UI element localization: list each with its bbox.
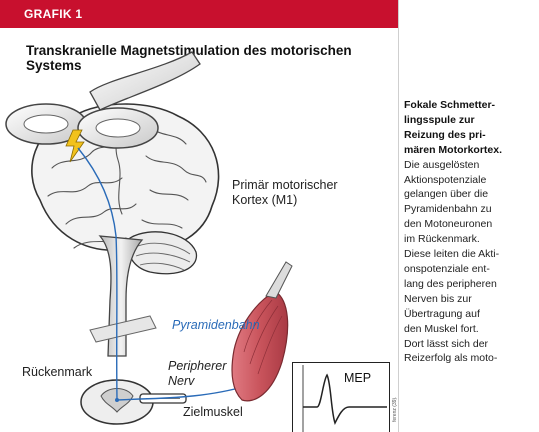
label-pyramidal-tract: Pyramidenbahn [172, 318, 260, 332]
caption-heading-line: mären Motorkortex. [404, 143, 539, 158]
label-target-muscle: Zielmuskel [183, 405, 243, 419]
label-peripheral-nerve-line: Peripherer [168, 359, 258, 374]
caption-heading-line: lingsspule zur [404, 113, 539, 128]
caption-body-line: Nerven bis zur [404, 292, 539, 307]
label-peripheral-nerve-line: Nerv [168, 374, 258, 389]
label-peripheral-nerve: Peripherer Nerv [168, 359, 258, 389]
label-motor-cortex-line: Kortex (M1) [232, 193, 372, 208]
mep-waveform [293, 363, 389, 432]
caption-body-line: onspotenziale ent- [404, 262, 539, 277]
caption-body-line: Reizerfolg als moto- [404, 351, 539, 366]
caption-body-line: Pyramidenbahn zu [404, 202, 539, 217]
caption-body-line: Aktionspotenziale [404, 173, 539, 188]
figure-caption: Fokale Schmetter- lingsspule zur Reizung… [404, 98, 539, 366]
caption-body: Die ausgelösten Aktionspotenziale gelang… [404, 158, 539, 367]
label-motor-cortex: Primär motorischer Kortex (M1) [232, 178, 372, 208]
figure-panel: GRAFIK 1 Transkranielle Magnetstimulatio… [0, 0, 399, 432]
mep-box [292, 362, 390, 432]
caption-body-line: Diese leiten die Akti- [404, 247, 539, 262]
caption-body-line: Übertragung auf [404, 307, 539, 322]
label-motor-cortex-line: Primär motorischer [232, 178, 372, 193]
caption-body-line: gelangen über die [404, 187, 539, 202]
label-spinal-cord: Rückenmark [22, 365, 92, 379]
side-reference-note: ferenz (39). [392, 396, 398, 422]
caption-body-line: im Rückenmark. [404, 232, 539, 247]
caption-heading-line: Reizung des pri- [404, 128, 539, 143]
caption-body-line: den Motoneuronen [404, 217, 539, 232]
mep-label: MEP [344, 371, 371, 385]
caption-heading-line: Fokale Schmetter- [404, 98, 539, 113]
caption-body-line: Die ausgelösten [404, 158, 539, 173]
caption-body-line: lang des peripheren [404, 277, 539, 292]
caption-body-line: Dort lässt sich der [404, 337, 539, 352]
caption-heading: Fokale Schmetter- lingsspule zur Reizung… [404, 98, 539, 158]
caption-body-line: den Muskel fort. [404, 322, 539, 337]
